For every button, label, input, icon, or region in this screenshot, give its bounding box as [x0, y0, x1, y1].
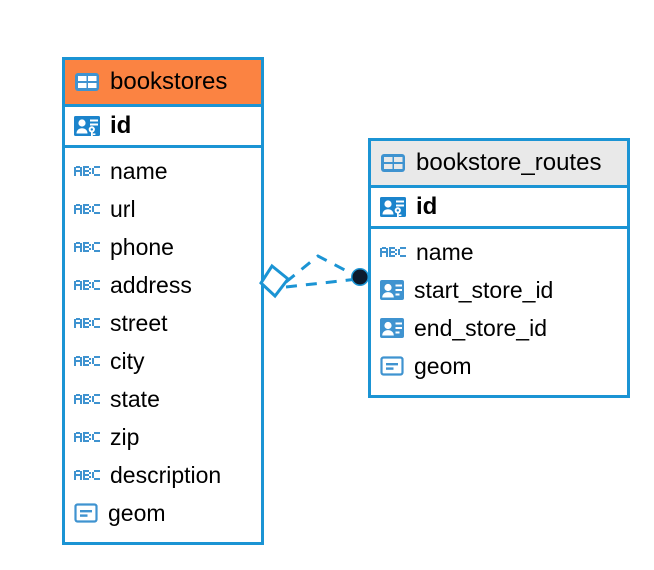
field-row[interactable]: geom [65, 494, 261, 532]
foreign-key-icon [379, 315, 405, 341]
field-row[interactable]: url [65, 190, 261, 228]
abc-text-icon [73, 313, 101, 333]
field-label: street [110, 309, 168, 336]
abc-text-icon [73, 237, 101, 257]
abc-text-icon [73, 427, 101, 447]
abc-text-icon [73, 199, 101, 219]
abc-text-icon [379, 242, 407, 262]
abc-text-icon [73, 389, 101, 409]
field-row[interactable]: state [65, 380, 261, 418]
diamond-marker [259, 263, 291, 299]
geometry-icon [379, 353, 405, 379]
abc-text-icon [73, 465, 101, 485]
field-row[interactable]: start_store_id [371, 271, 627, 309]
field-label: url [110, 195, 136, 222]
field-row[interactable]: address [65, 266, 261, 304]
abc-text-icon [73, 351, 101, 371]
primary-key-label: id [110, 112, 132, 139]
relationship-line-upper [285, 254, 359, 284]
primary-key-icon [379, 193, 407, 221]
field-row[interactable]: name [65, 152, 261, 190]
field-row[interactable]: name [371, 233, 627, 271]
abc-text-icon [73, 161, 101, 181]
table-icon [73, 68, 101, 96]
field-label: start_store_id [414, 276, 554, 303]
field-label: end_store_id [414, 314, 547, 341]
entity-bookstore-routes[interactable]: bookstore_routes id [368, 138, 630, 398]
field-label: name [416, 238, 474, 265]
field-label: state [110, 385, 160, 412]
entity-header-bookstore-routes[interactable]: bookstore_routes [371, 141, 627, 185]
entity-header-bookstores[interactable]: bookstores [65, 60, 261, 104]
field-row[interactable]: zip [65, 418, 261, 456]
table-icon [379, 149, 407, 177]
relationship-line-lower [285, 277, 359, 289]
field-row[interactable]: street [65, 304, 261, 342]
field-row[interactable]: city [65, 342, 261, 380]
foreign-key-icon [379, 277, 405, 303]
filled-circle-marker [351, 268, 369, 286]
entity-bookstores[interactable]: bookstores id [62, 57, 264, 545]
field-label: geom [108, 499, 166, 526]
primary-key-row[interactable]: id [65, 104, 261, 148]
field-label: phone [110, 233, 174, 260]
primary-key-icon [73, 112, 101, 140]
field-row[interactable]: description [65, 456, 261, 494]
field-label: city [110, 347, 145, 374]
geometry-icon [73, 500, 99, 526]
field-row[interactable]: phone [65, 228, 261, 266]
entity-title: bookstores [110, 68, 228, 95]
primary-key-row[interactable]: id [371, 185, 627, 229]
field-label: zip [110, 423, 140, 450]
field-row[interactable]: end_store_id [371, 309, 627, 347]
primary-key-label: id [416, 193, 438, 220]
field-list-bookstores: name u [65, 148, 261, 538]
field-label: geom [414, 352, 472, 379]
field-label: address [110, 271, 192, 298]
entity-title: bookstore_routes [416, 149, 602, 176]
abc-text-icon [73, 275, 101, 295]
field-list-bookstore-routes: name start_store_id [371, 229, 627, 391]
field-row[interactable]: geom [371, 347, 627, 385]
field-label: description [110, 461, 222, 488]
field-label: name [110, 157, 168, 184]
